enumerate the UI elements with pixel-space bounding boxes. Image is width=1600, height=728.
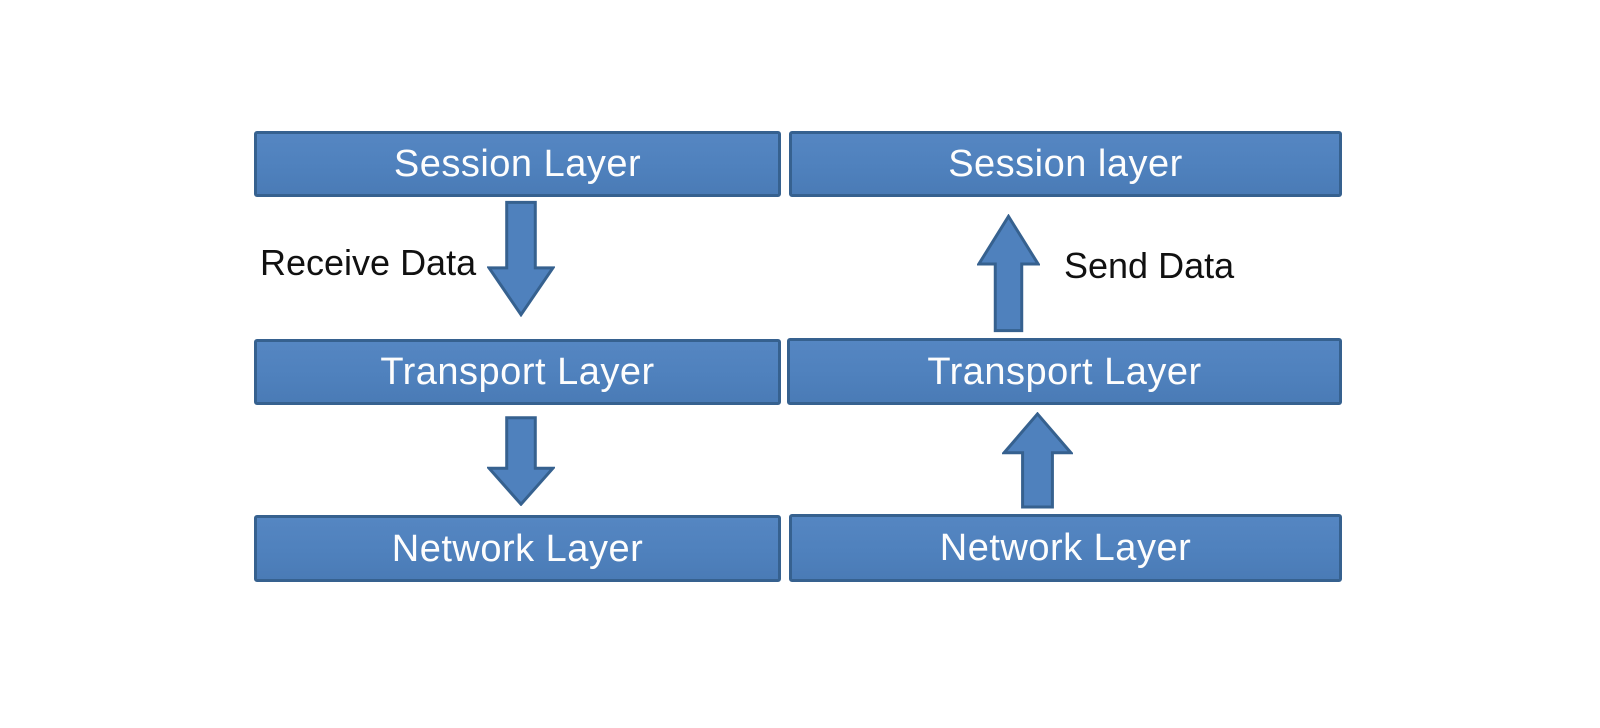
- send-data-label: Send Data: [1064, 245, 1235, 286]
- up-arrow-icon: [1002, 412, 1073, 509]
- box-right-session-layer-label: Session layer: [948, 143, 1183, 185]
- box-left-session-layer: Session Layer: [254, 131, 781, 197]
- receive-data-label: Receive Data: [260, 242, 477, 283]
- box-right-transport-layer-label: Transport Layer: [927, 350, 1202, 393]
- box-left-transport-layer: Transport Layer: [254, 339, 781, 405]
- box-right-network-layer: Network Layer: [789, 514, 1342, 582]
- box-left-transport-layer-label: Transport Layer: [380, 351, 655, 393]
- box-left-network-layer-label: Network Layer: [391, 527, 644, 570]
- up-arrow-icon: [977, 214, 1040, 333]
- down-arrow-icon: [487, 416, 555, 506]
- box-right-session-layer: Session layer: [789, 131, 1342, 197]
- box-left-session-layer-label: Session Layer: [393, 143, 642, 185]
- box-left-network-layer: Network Layer: [254, 515, 781, 582]
- down-arrow-icon: [487, 200, 555, 317]
- box-right-transport-layer: Transport Layer: [787, 338, 1342, 405]
- box-right-network-layer-label: Network Layer: [939, 527, 1192, 569]
